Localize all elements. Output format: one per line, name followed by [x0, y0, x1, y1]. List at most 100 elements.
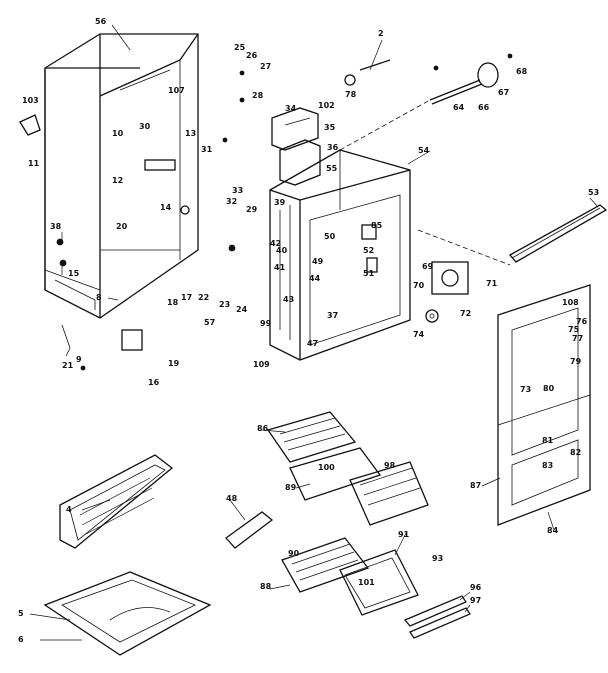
rail-54: [508, 204, 608, 263]
freezer-liner: [269, 149, 411, 361]
callout-label: 30: [139, 122, 151, 131]
callout-label: 74: [413, 330, 425, 339]
callout-label: 67: [498, 88, 509, 97]
callout-label: 41: [274, 263, 286, 272]
callout-label: 38: [50, 222, 62, 231]
callout-label: 101: [358, 578, 375, 587]
callout-label: 40: [276, 246, 288, 255]
callout-label: 80: [543, 384, 555, 393]
callout-label: 88: [260, 582, 272, 591]
callout-label: 86: [257, 424, 269, 433]
callout-label: 71: [486, 279, 498, 288]
callout-label: 66: [478, 103, 490, 112]
callout-label: 2: [378, 29, 384, 38]
callout-label: 82: [570, 448, 581, 457]
callout-label: 47: [307, 339, 318, 348]
callout-label: 12: [112, 176, 123, 185]
callout-label: 37: [327, 311, 338, 320]
callout-label: 43: [283, 295, 294, 304]
callout-label: 52: [363, 246, 374, 255]
callout-label: 15: [68, 269, 80, 278]
callout-label: 75: [568, 325, 580, 334]
callout-label: 34: [285, 104, 297, 113]
callout-label: 79: [570, 357, 582, 366]
callout-label: 55: [326, 164, 338, 173]
top-cover-part: [271, 107, 321, 186]
bracket-49: [225, 511, 274, 549]
callout-label: 87: [470, 481, 481, 490]
drawer-front-4: [59, 454, 174, 549]
callout-label: 11: [28, 159, 40, 168]
callout-label: 44: [309, 274, 321, 283]
callout-label: 36: [327, 143, 339, 152]
callout-label: 97: [470, 596, 481, 605]
top-right-shaft: [339, 62, 511, 266]
callout-label: 93: [432, 554, 443, 563]
callout-label: 54: [418, 146, 430, 155]
callout-label: 48: [226, 494, 238, 503]
callout-label: 5: [18, 609, 24, 618]
callout-label: 26: [246, 51, 258, 60]
callout-label: 100: [318, 463, 335, 472]
callout-label: 13: [185, 129, 196, 138]
callout-label: 103: [22, 96, 39, 105]
lower-crisper: [281, 537, 419, 616]
hardware-parts: [19, 53, 513, 371]
callout-label: 8: [96, 293, 102, 302]
callout-label: 17: [181, 293, 192, 302]
callout-label: 84: [547, 526, 559, 535]
callout-label: 99: [260, 319, 272, 328]
callout-label: 22: [198, 293, 209, 302]
callout-label: 39: [274, 198, 286, 207]
callout-label: 14: [160, 203, 172, 212]
leader-lines: [29, 24, 599, 621]
callout-label: 27: [260, 62, 271, 71]
callout-label: 107: [168, 86, 185, 95]
callout-label: 32: [226, 197, 237, 206]
cabinet-shell: [44, 33, 199, 319]
callout-label: 102: [318, 101, 335, 110]
callout-label: 51: [363, 269, 375, 278]
callout-label: 57: [204, 318, 215, 327]
callout-label: 64: [453, 103, 465, 112]
callout-label: 98: [384, 461, 396, 470]
callout-label: 70: [413, 281, 425, 290]
callout-label: 29: [246, 205, 258, 214]
bottom-pan-5: [40, 571, 212, 656]
callout-label: 96: [470, 583, 482, 592]
callout-label: 25: [234, 43, 246, 52]
callout-label: 4: [66, 505, 72, 514]
callout-label: 91: [398, 530, 410, 539]
callout-label: 6: [18, 635, 24, 644]
callout-label: 9: [76, 355, 82, 364]
callout-label: 50: [324, 232, 336, 241]
callout-label: 42: [270, 239, 281, 248]
callout-label: 85: [371, 221, 383, 230]
door-gasket-frame: [497, 284, 591, 526]
callout-label: 78: [345, 90, 357, 99]
callout-label: 18: [167, 298, 179, 307]
callout-label: 19: [168, 359, 180, 368]
callout-label: 109: [253, 360, 270, 369]
callout-label: 72: [460, 309, 471, 318]
callout-label: 21: [62, 361, 74, 370]
callout-label: 56: [95, 17, 107, 26]
callout-label: 89: [285, 483, 297, 492]
callout-label: 90: [288, 549, 300, 558]
upper-crisper: [266, 411, 429, 526]
callout-label: 24: [236, 305, 248, 314]
callout-label: 68: [516, 67, 528, 76]
callout-label: 33: [232, 186, 243, 195]
callout-label: 20: [116, 222, 128, 231]
callout-label: 16: [148, 378, 160, 387]
callout-label: 83: [542, 461, 553, 470]
strips-98-99: [403, 595, 471, 639]
damper-assembly: [425, 261, 469, 323]
callout-label: 73: [520, 385, 531, 394]
callout-label: 35: [324, 123, 336, 132]
callout-label: 76: [576, 317, 588, 326]
callout-label: 69: [422, 262, 434, 271]
callout-label: 31: [201, 145, 213, 154]
callout-label: 53: [588, 188, 599, 197]
